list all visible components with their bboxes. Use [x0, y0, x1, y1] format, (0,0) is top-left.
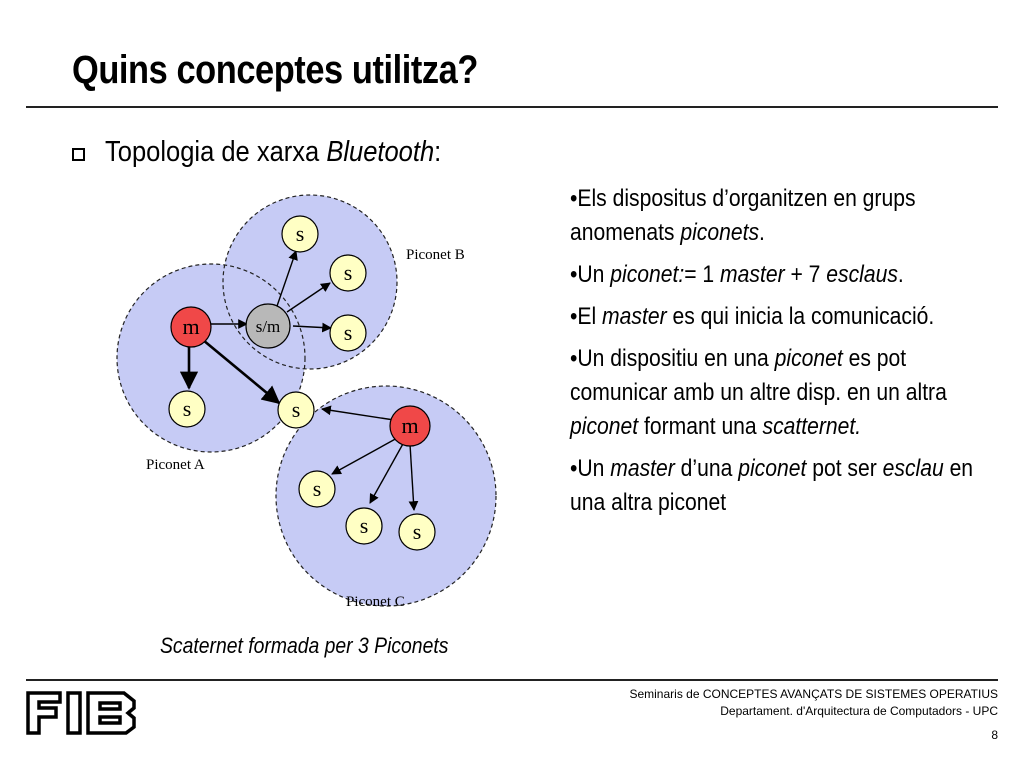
main-bullet-suffix: :: [434, 136, 442, 168]
footer-line-2: Departament. d'Arquitectura de Computado…: [720, 704, 998, 718]
link-mc-sc3: [408, 443, 419, 511]
note-segment: •Un: [570, 261, 611, 288]
note-segment: master: [610, 455, 675, 482]
node-slave-c3: [398, 513, 436, 551]
note-segment: piconet: [738, 455, 807, 482]
diagram-caption: Scaternet formada per 3 Piconets: [160, 633, 449, 658]
notes-list: •Els dispositus d’organitzen en grups an…: [570, 182, 982, 528]
note-segment: piconets: [680, 219, 760, 246]
footer-text: Seminaris de CONCEPTES AVANÇATS DE SISTE…: [629, 686, 998, 720]
node-label-bridge: s/m: [256, 317, 281, 336]
note-segment: •Els dispositus d’organitzen en grups an…: [570, 185, 916, 246]
square-bullet-icon: [72, 148, 85, 161]
piconet-label-b: Piconet B: [406, 247, 465, 263]
link-bridge-s1: [275, 250, 298, 310]
note-segment: •El: [570, 303, 603, 330]
note-2: •Un piconet:= 1 master + 7 esclaus.: [570, 258, 975, 292]
node-label-slave-shared: s: [292, 397, 301, 422]
node-bridge: [245, 303, 291, 349]
links-thick: [179, 338, 281, 405]
piconets-outline: [116, 194, 497, 607]
link-bridge-s2: [286, 282, 331, 313]
note-segment: formant una: [638, 413, 763, 440]
note-3: •El master es qui inicia la comunicació.: [570, 300, 975, 334]
note-segment: .: [897, 261, 904, 288]
note-segment: master: [720, 261, 785, 288]
main-bullet-italic: Bluetooth: [326, 136, 435, 168]
link-mc-sc1: [331, 436, 400, 475]
node-slave-shared: [277, 391, 315, 429]
footer-line-1: Seminaris de CONCEPTES AVANÇATS DE SISTE…: [629, 687, 998, 701]
note-segment: esclaus: [826, 261, 898, 288]
link-ma-s-bridge: [202, 338, 281, 405]
node-label-master-a: m: [182, 314, 199, 339]
footer-divider: [26, 679, 998, 681]
node-master-c: [389, 405, 431, 447]
links-thin: [210, 250, 419, 511]
piconet-a-outline: [116, 263, 306, 453]
link-bridge-s3: [292, 322, 332, 333]
node-slave-c1: [298, 470, 336, 508]
note-segment: + 7: [784, 261, 827, 288]
note-segment: es pot comunicar amb un altre disp. en u…: [570, 345, 947, 406]
note-segment: = 1: [684, 261, 721, 288]
slide-title: Quins conceptes utilitza?: [72, 48, 478, 92]
node-slave-c2: [345, 507, 383, 545]
note-segment: piconet: [570, 413, 639, 440]
note-segment: •Un dispositiu en una: [570, 345, 775, 372]
node-slave-b2: [329, 254, 367, 292]
node-label-master-c: m: [401, 413, 418, 438]
piconet-b-outline: [222, 194, 398, 370]
node-label-slave-c2: s: [360, 513, 369, 538]
node-label-slave-b2: s: [344, 260, 353, 285]
main-bullet-text: Topologia de xarxa Bluetooth:: [105, 136, 441, 169]
note-4: •Un dispositiu en una piconet es pot com…: [570, 342, 975, 444]
note-segment: master: [602, 303, 667, 330]
scatternet-diagram: m s/m s s s s s m s s s Piconet B Picone…: [116, 194, 497, 610]
node-label-slave-c1: s: [313, 476, 322, 501]
node-label-slave-b3: s: [344, 320, 353, 345]
piconet-c-outline: [275, 385, 497, 607]
note-segment: scatternet.: [762, 413, 862, 440]
node-slave-b3: [329, 314, 367, 352]
piconet-label-a: Piconet A: [146, 457, 205, 473]
note-1: •Els dispositus d’organitzen en grups an…: [570, 182, 975, 250]
node-label-slave-b1: s: [296, 221, 305, 246]
piconet-c-circle: [276, 386, 496, 606]
piconet-labels: Piconet B Piconet A Piconet C: [146, 247, 465, 610]
note-segment: piconet:: [610, 261, 685, 288]
note-segment: es qui inicia la comunicació.: [666, 303, 935, 330]
note-segment: .: [759, 219, 765, 246]
node-master-a: [170, 306, 212, 348]
link-mc-sc2: [369, 441, 405, 504]
note-segment: piconet: [774, 345, 843, 372]
node-label-slave-a: s: [183, 396, 192, 421]
note-segment: pot ser: [806, 455, 883, 482]
node-labels: m s/m s s s s s m s s s: [182, 221, 421, 544]
node-label-slave-c3: s: [413, 519, 422, 544]
note-5: •Un master d’una piconet pot ser esclau …: [570, 452, 975, 520]
note-segment: en una altra piconet: [570, 455, 974, 516]
note-segment: d’una: [674, 455, 739, 482]
page-number: 8: [991, 728, 998, 742]
fib-logo: [26, 691, 136, 735]
main-bullet-prefix: Topologia de xarxa: [105, 136, 327, 168]
note-segment: •Un: [570, 455, 611, 482]
link-mc-s-bridge: [321, 405, 395, 421]
main-bullet: Topologia de xarxa Bluetooth:: [72, 136, 487, 169]
piconet-label-c: Piconet C: [346, 594, 405, 610]
note-segment: esclau: [882, 455, 944, 482]
node-slave-a: [168, 390, 206, 428]
nodes: [168, 215, 436, 551]
node-slave-b1: [281, 215, 319, 253]
title-divider: [26, 106, 998, 108]
